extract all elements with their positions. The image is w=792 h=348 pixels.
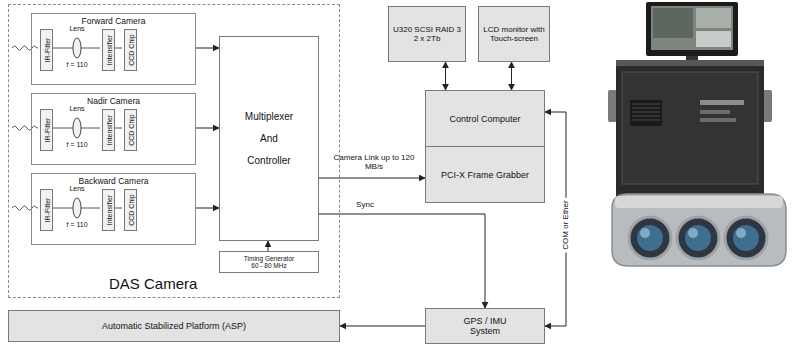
monitor-bezel — [646, 2, 738, 56]
node-text: Control Computer — [426, 91, 544, 146]
node-text: Backward Camera — [32, 174, 195, 186]
connector — [268, 241, 269, 251]
optic-label: f = 110 — [62, 221, 92, 229]
optic-element-box: Intensifier — [102, 109, 115, 151]
node-text: IR-Filter — [43, 118, 50, 143]
lens-highlight — [736, 228, 746, 238]
optic-element-box: CCD Chip — [124, 29, 137, 71]
monitor-box: LCD monitor with Touch-screen — [478, 6, 550, 62]
node-text: U320 SCSI RAID 3 — [393, 25, 461, 34]
lens-glass — [733, 225, 759, 251]
optic-element-box: IR-Filter — [40, 29, 53, 71]
computer-case — [616, 60, 764, 200]
node-text: GPS / IMU System — [453, 316, 517, 337]
optic-element-box: CCD Chip — [124, 189, 137, 231]
node-text: CCD Chip — [127, 114, 134, 146]
node-text: 2 x 2Tb — [414, 34, 441, 43]
handle — [763, 90, 772, 122]
node-text: Intensifier — [105, 195, 112, 225]
computer-box: Control ComputerPCI-X Frame Grabber — [425, 90, 545, 203]
case-badge — [700, 118, 736, 122]
optic-element-box: IR-Filter — [40, 109, 53, 151]
connector-label: COM or Ether — [562, 197, 571, 252]
lens-symbol — [73, 38, 81, 58]
grille-lines — [632, 104, 660, 120]
camera-lens — [677, 217, 719, 259]
platform-box: Automatic Stabilized Platform (ASP) — [8, 310, 340, 342]
screen-image — [696, 31, 731, 47]
monitor-screen — [651, 6, 733, 50]
camera-lens — [629, 217, 671, 259]
optic-label: Lens — [62, 185, 92, 193]
multiplexer-box: Multiplexer And Controller — [219, 36, 319, 241]
screen-image — [696, 8, 731, 28]
node-text: 60 - 80 MHz — [251, 262, 286, 269]
lens-symbol — [73, 198, 81, 218]
case-badge — [700, 110, 730, 114]
node-text: PCI-X Frame Grabber — [426, 146, 544, 202]
optic-element-box: Intensifier — [102, 189, 115, 231]
light-wave — [12, 206, 38, 210]
node-text: CCD Chip — [127, 194, 134, 226]
node-text: LCD monitor with Touch-screen — [483, 25, 545, 43]
connector — [319, 178, 425, 179]
node-text: Forward Camera — [32, 14, 195, 26]
connector — [196, 48, 219, 49]
lens-highlight — [640, 228, 650, 238]
screen-image — [653, 8, 693, 38]
node-text: Intensifier — [105, 35, 112, 65]
optic-element-box: CCD Chip — [124, 109, 137, 151]
lens-glass — [637, 225, 663, 251]
node-text: Automatic Stabilized Platform (ASP) — [102, 321, 246, 331]
housing-top — [615, 196, 783, 208]
optic-label: f = 110 — [62, 61, 92, 69]
connector — [340, 326, 425, 327]
case-top — [616, 60, 764, 66]
node-text: Nadir Camera — [32, 94, 195, 106]
node-text: Intensifier — [105, 115, 112, 145]
gps-box: GPS / IMU System — [425, 308, 545, 344]
light-wave — [12, 46, 38, 50]
connector — [196, 128, 219, 129]
optic-element-box: Intensifier — [102, 29, 115, 71]
node-text: Multiplexer And Controller — [239, 106, 299, 172]
connector-label: Sync — [345, 201, 385, 210]
lens-symbol — [73, 118, 81, 138]
optic-label: f = 110 — [62, 141, 92, 149]
camera-box: Nadir CameraIR-Filter Intensifier CCD Chip — [31, 93, 196, 165]
node-text: IR-Filter — [43, 38, 50, 63]
storage-box: U320 SCSI RAID 32 x 2Tb — [388, 6, 466, 62]
lens-highlight — [688, 228, 698, 238]
case-front — [622, 72, 758, 184]
camera-box: Backward CameraIR-Filter Intensifier CCD C… — [31, 173, 196, 245]
connector — [445, 62, 446, 90]
connector-label: Camera Link up to 120 MB/s — [328, 154, 420, 172]
handle — [608, 90, 617, 122]
connector — [511, 62, 512, 90]
optic-element-box: IR-Filter — [40, 189, 53, 231]
node-text: Timing Generator — [244, 255, 294, 262]
light-wave — [12, 126, 38, 130]
camera-box: Forward CameraIR-Filter Intensifier CCD Ch… — [31, 13, 196, 85]
camera-group: DAS CameraForward CameraIR-FilterIntensi… — [8, 4, 340, 298]
system-photo — [608, 2, 786, 266]
camera-housing — [612, 194, 786, 266]
lens-glass — [685, 225, 711, 251]
case-grille — [630, 100, 662, 126]
node-text: IR-Filter — [43, 198, 50, 223]
case-badge — [700, 100, 744, 105]
connector — [196, 208, 219, 209]
node-text: DAS Camera — [109, 275, 197, 292]
connector — [319, 214, 485, 308]
timing-box: Timing Generator60 - 80 MHz — [219, 251, 319, 273]
camera-lens — [725, 217, 767, 259]
optic-label: Lens — [62, 25, 92, 33]
optic-label: Lens — [62, 105, 92, 113]
node-text: CCD Chip — [127, 34, 134, 66]
